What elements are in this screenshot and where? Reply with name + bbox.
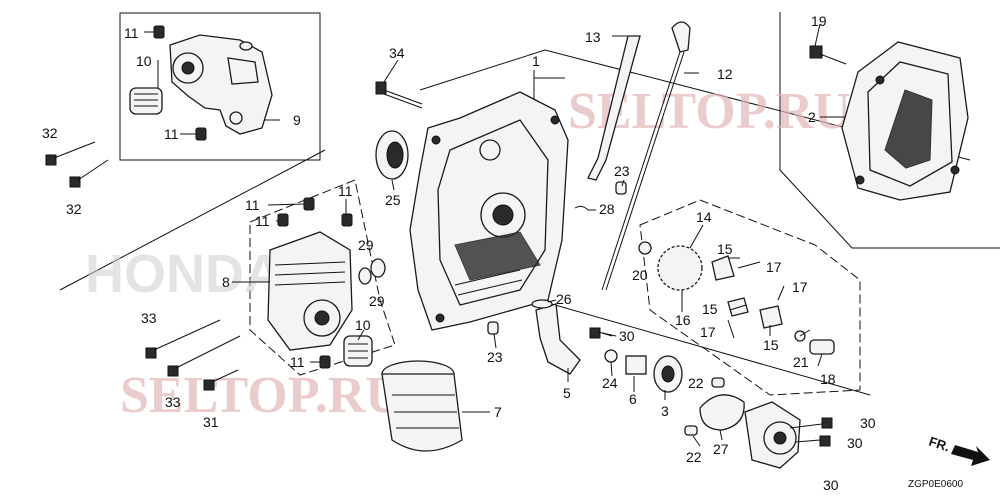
- callout-11-b: 11: [164, 126, 179, 142]
- part-side-cover: [841, 41, 969, 201]
- callout-23-b: 23: [487, 349, 503, 365]
- part-dipstick: [601, 21, 691, 291]
- fr-label: FR.: [927, 434, 952, 455]
- callout-5: 5: [563, 385, 571, 401]
- callout-9: 9: [293, 112, 301, 128]
- callout-32-a: 32: [42, 125, 58, 141]
- part-nipple-10-bottom: [343, 335, 373, 367]
- part-crankcase: [409, 91, 569, 331]
- frame-top-diagonal: [419, 49, 971, 161]
- callout-30-d: 30: [823, 477, 839, 493]
- callout-15-c: 15: [763, 337, 779, 353]
- part-spring-6: [625, 355, 647, 375]
- callout-7: 7: [494, 404, 502, 420]
- diagram-code: ZGP0E0600: [908, 479, 963, 490]
- part-oil-seal-25: [375, 130, 409, 180]
- part-governor-gear-16: [657, 245, 703, 291]
- part-ball-24: [604, 349, 618, 363]
- watermark-seltop-bottom: SELTOP.RU: [120, 367, 403, 424]
- part-shaft-18: [809, 339, 835, 355]
- callout-17-c: 17: [700, 324, 716, 340]
- part-bolt-19: [809, 45, 847, 65]
- callout-15-b: 15: [702, 301, 718, 317]
- part-plugs-11-filter: [277, 197, 353, 369]
- frame-crankcase-diagonal: [59, 149, 326, 291]
- part-filter-base: [267, 231, 353, 351]
- callout-26: 26: [556, 291, 572, 307]
- callout-21: 21: [793, 354, 809, 370]
- callout-8: 8: [222, 274, 230, 290]
- callout-14: 14: [696, 209, 712, 225]
- group-frames: [59, 12, 1000, 396]
- callout-34: 34: [389, 45, 405, 61]
- part-bolts-left: [45, 141, 241, 391]
- part-nipple-10-top: [129, 87, 163, 115]
- callout-11-d: 11: [255, 213, 270, 229]
- callout-24: 24: [602, 375, 618, 391]
- callout-17-b: 17: [792, 279, 808, 295]
- part-dowels-22-23: [487, 181, 725, 436]
- callout-23-a: 23: [614, 163, 630, 179]
- frame-cover-group: [779, 12, 1000, 249]
- callout-3: 3: [661, 403, 669, 419]
- leader-lines: [144, 23, 845, 447]
- part-gasket-27: [699, 394, 745, 431]
- part-bolt-34: [375, 81, 423, 109]
- callout-17-a: 17: [766, 259, 782, 275]
- part-washer-20: [638, 241, 652, 255]
- callout-11-e: 11: [338, 183, 353, 199]
- part-oil-filter: [381, 360, 463, 452]
- callout-30-c: 30: [847, 435, 863, 451]
- callout-33-a: 33: [141, 310, 157, 326]
- callout-33-b: 33: [165, 394, 181, 410]
- frame-bracket-group: [119, 12, 321, 161]
- callout-12: 12: [717, 66, 733, 82]
- callout-11-c: 11: [245, 197, 260, 213]
- part-pump-cover-4: [744, 401, 801, 469]
- callout-11-a: 11: [124, 25, 139, 41]
- part-pins-17: [727, 261, 785, 339]
- front-direction-indicator: FR.: [927, 434, 990, 466]
- part-bolts-30: [589, 327, 833, 447]
- part-clip-28: [574, 205, 589, 211]
- callout-6: 6: [629, 391, 637, 407]
- frame-governor-group: [639, 199, 861, 396]
- frame-pump-diagonal: [519, 294, 871, 396]
- callout-30-a: 30: [619, 328, 635, 344]
- callout-22-b: 22: [686, 449, 702, 465]
- callout-1: 1: [532, 53, 540, 69]
- fr-arrow-icon: [951, 445, 990, 466]
- part-oring-26: [531, 299, 553, 309]
- part-rotor-3: [653, 355, 683, 393]
- frame-filter-group: [249, 179, 396, 376]
- callout-29-a: 29: [358, 237, 374, 253]
- callout-15-a: 15: [717, 241, 733, 257]
- callout-25: 25: [385, 192, 401, 208]
- callout-30-b: 30: [860, 415, 876, 431]
- watermark-honda: HONDA: [85, 244, 283, 304]
- callout-10-bottom: 10: [355, 317, 371, 333]
- callout-10-top: 10: [136, 53, 152, 69]
- callout-13: 13: [585, 29, 601, 45]
- callout-28: 28: [599, 201, 615, 217]
- callout-16: 16: [675, 312, 691, 328]
- callout-2: 2: [808, 109, 816, 125]
- callout-20: 20: [632, 267, 648, 283]
- callout-18: 18: [820, 371, 836, 387]
- callout-32-b: 32: [66, 201, 82, 217]
- callout-11-f: 11: [290, 354, 305, 370]
- watermarks: SELTOP.RU SELTOP.RU HONDA: [85, 83, 851, 424]
- part-strainer-5: [535, 303, 581, 375]
- part-bracket: [169, 34, 273, 135]
- callout-29-b: 29: [369, 293, 385, 309]
- callout-27: 27: [713, 441, 729, 457]
- callout-31: 31: [203, 414, 219, 430]
- part-orings-29: [358, 258, 386, 285]
- part-dipstick-tube: [587, 35, 641, 181]
- callout-labels: 1 2 3 5 6 7 8 9 10 10 11 11 11 11 11 11 …: [42, 13, 876, 493]
- callout-19: 19: [811, 13, 827, 29]
- callout-22-a: 22: [688, 375, 704, 391]
